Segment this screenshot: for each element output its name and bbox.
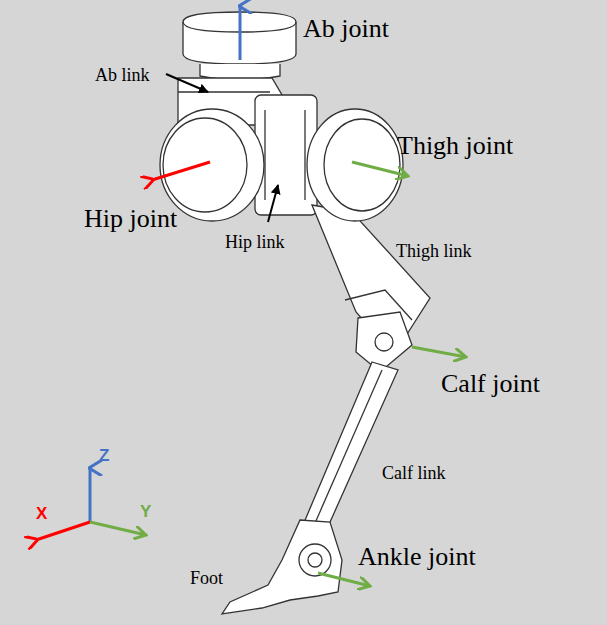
link-label: Thigh link <box>396 242 472 260</box>
thigh-axis-arrow <box>352 162 408 176</box>
ab-axis-arrow <box>239 6 242 60</box>
link-label: Ab link <box>95 66 150 84</box>
joint-label: Calf joint <box>441 371 540 397</box>
link-label: Calf link <box>382 464 446 482</box>
link-label: Hip link <box>225 233 285 251</box>
joint-label: Thigh joint <box>397 133 513 159</box>
leg-drawing <box>160 12 430 614</box>
axis-label: Y <box>140 503 151 520</box>
part-label: Foot <box>190 569 223 587</box>
leader-line <box>166 74 208 92</box>
axis-label: Z <box>99 447 109 464</box>
x-axis <box>36 522 90 540</box>
y-axis <box>90 522 146 535</box>
leader-line <box>268 185 278 222</box>
joint-label: Ankle joint <box>358 544 476 570</box>
axis-label: X <box>36 505 47 522</box>
z-axis <box>89 468 92 522</box>
ankle-axis-arrow <box>318 573 370 586</box>
joint-label: Hip joint <box>84 206 177 232</box>
hip-axis-arrow <box>152 162 210 180</box>
joint-label: Ab joint <box>303 16 389 42</box>
calf-axis-arrow <box>412 347 466 357</box>
